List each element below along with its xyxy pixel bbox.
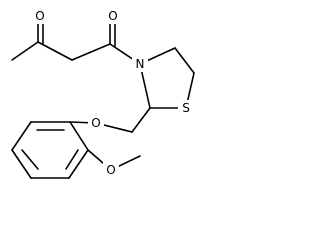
bonds (11, 21, 195, 179)
ether-oxygen-label: O (91, 116, 100, 130)
chemical-structure-diagram: O O N S O O (11, 8, 195, 179)
bond-methyl-carbonyl (11, 41, 39, 61)
amide-oxygen-label: O (108, 9, 117, 23)
nitrogen-label: N (136, 57, 145, 71)
bond-ring-ch2-ch2 (174, 47, 195, 74)
aryl-bond-2 (68, 149, 89, 179)
bond-ch2-amide (71, 43, 111, 61)
ketone-oxygen-label: O (35, 9, 44, 23)
aryl-bond-4 (11, 149, 32, 179)
sulfur-label: S (182, 101, 190, 115)
aryl-bond-5 (11, 121, 32, 151)
aryl-double-2 (21, 149, 39, 170)
aryl-bond-1 (69, 121, 89, 151)
methoxy-oxygen-label: O (106, 163, 115, 177)
bond-ketone-ch2 (37, 41, 73, 61)
atom-labels: O O N S O O (32, 8, 194, 178)
aryl-double-1 (65, 149, 79, 170)
bond-c2-ch2 (131, 107, 151, 133)
